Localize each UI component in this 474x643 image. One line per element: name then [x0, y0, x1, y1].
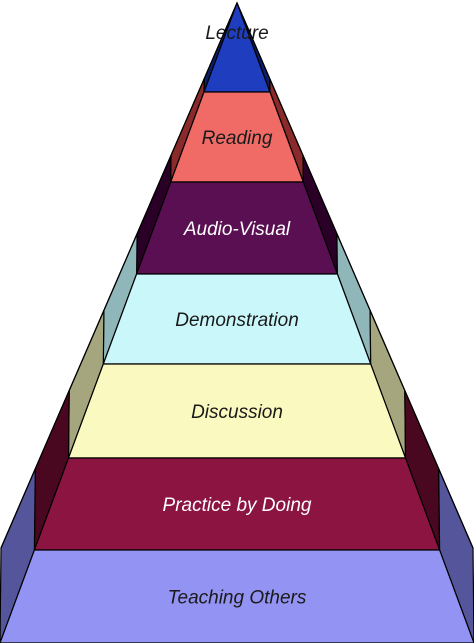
pyramid-tier-1: Lecture — [203, 2, 271, 93]
tier-label: Discussion — [191, 402, 283, 423]
tier-label: Practice by Doing — [163, 495, 312, 516]
pyramid-tier-4: Demonstration — [102, 233, 372, 365]
tier-front-face — [0, 549, 474, 643]
tier-label: Demonstration — [175, 310, 299, 331]
pyramid-tier-6: Practice by Doing — [33, 389, 441, 551]
pyramid-tier-2: Reading — [170, 78, 304, 183]
tier-label: Lecture — [205, 23, 268, 44]
tier-label: Audio-Visual — [183, 219, 291, 240]
tier-front-face — [203, 2, 271, 93]
pyramid-tier-3: Audio-Visual — [136, 154, 338, 275]
pyramid-tier-7: Teaching Others — [0, 468, 474, 643]
pyramid-outline — [0, 1, 474, 549]
tier-label: Teaching Others — [168, 588, 307, 609]
tier-label: Reading — [202, 128, 273, 149]
